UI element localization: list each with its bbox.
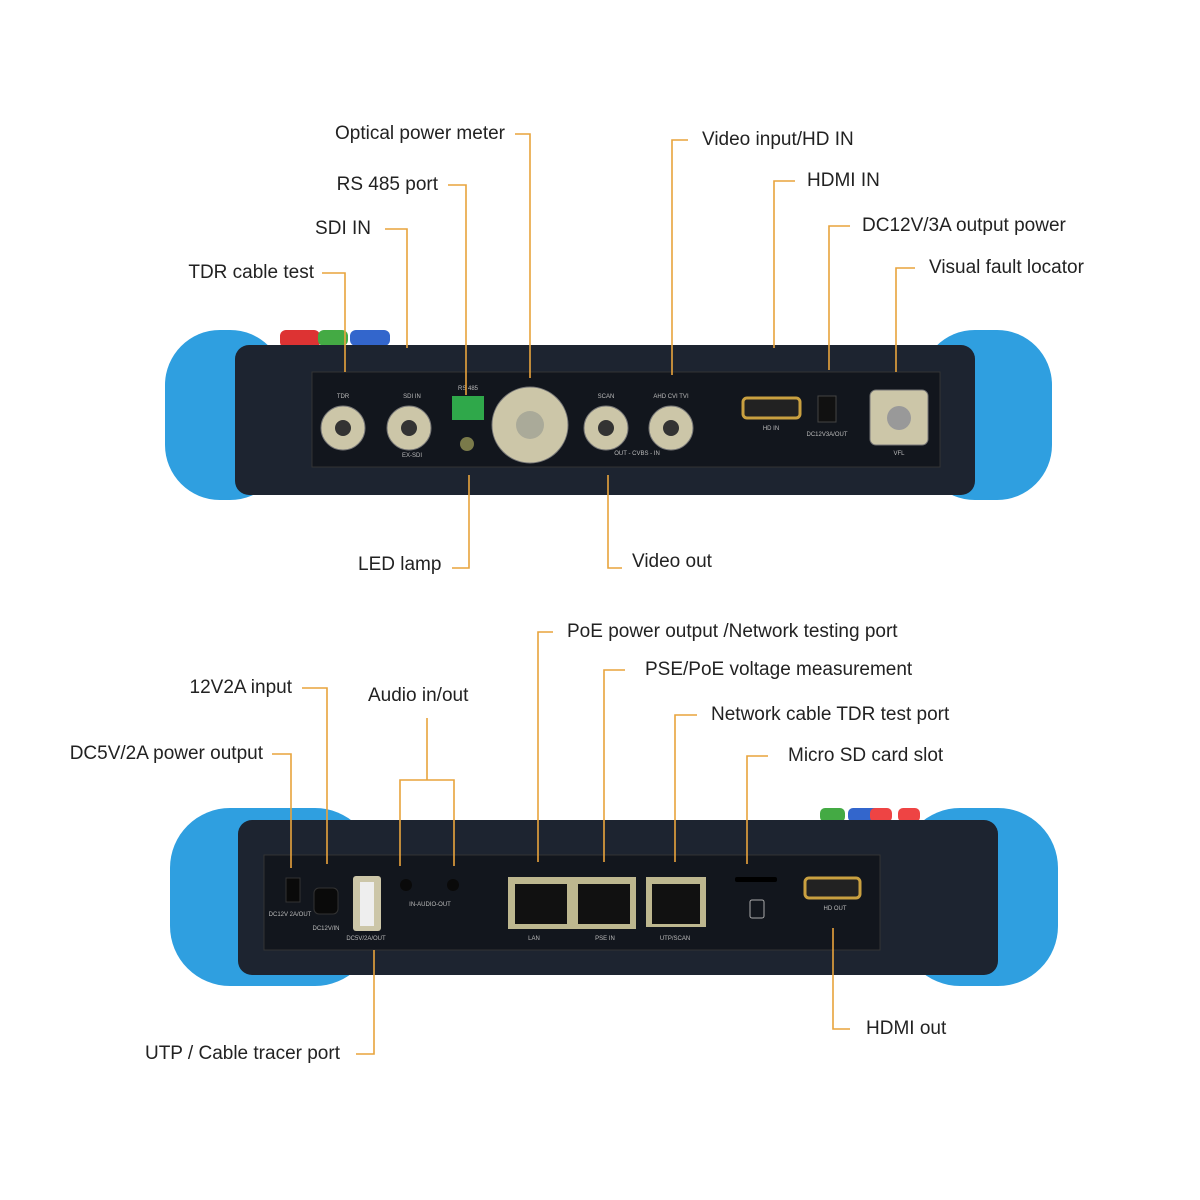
port-label-audio: IN-AUDIO-OUT <box>409 902 451 908</box>
callout-optical-power-meter: Optical power meter <box>334 123 505 144</box>
callout-sdi-in: SDI IN <box>315 218 371 239</box>
port-label-rs485: RS 485 <box>458 386 479 392</box>
port-label-ahd: AHD CVI TVI <box>653 394 689 400</box>
callout-utp-tracer: UTP / Cable tracer port <box>144 1043 340 1064</box>
callout-video-input-hd-in: Video input/HD IN <box>702 129 854 150</box>
callout-network-tdr: Network cable TDR test port <box>711 704 950 725</box>
port-label-dc12v-in: DC12V/IN <box>312 926 339 932</box>
callout-dc5v-output: DC5V/2A power output <box>69 743 263 764</box>
callout-tdr-cable-test: TDR cable test <box>188 262 314 283</box>
top-device: TDR SDI IN EX-SDI RS 485 SCAN AHD CVI TV… <box>165 330 1052 500</box>
callout-hdmi-in: HDMI IN <box>807 170 880 191</box>
callout-micro-sd: Micro SD card slot <box>788 745 944 766</box>
callout-rs485-port: RS 485 port <box>336 174 438 195</box>
port-label-hd-in: HD IN <box>763 426 779 432</box>
port-label-pse-in: PSE IN <box>595 936 615 942</box>
port-label-hd-out: HD OUT <box>824 906 847 912</box>
port-label-scan: SCAN <box>598 394 615 400</box>
port-label-lan: LAN <box>528 936 540 942</box>
port-label-vfl: VFL <box>893 451 905 457</box>
port-label-tdr: TDR <box>337 394 350 400</box>
callout-audio: Audio in/out <box>368 685 469 706</box>
port-label-dc12v-out: DC12V 2A/OUT <box>269 912 312 918</box>
callout-poe-output: PoE power output /Network testing port <box>567 621 898 642</box>
port-label-dc5v: DC5V/2A/OUT <box>346 936 386 942</box>
callout-visual-fault-locator: Visual fault locator <box>929 257 1084 278</box>
callout-dc12v-output: DC12V/3A output power <box>862 215 1066 236</box>
callout-pse-poe: PSE/PoE voltage measurement <box>645 659 913 680</box>
callout-hdmi-out: HDMI out <box>866 1018 947 1039</box>
bottom-device: DC12V 2A/OUT DC12V/IN DC5V/2A/OUT IN-AUD… <box>170 808 1058 986</box>
callout-12v2a-input: 12V2A input <box>189 677 292 698</box>
port-label-cvbs: OUT - CVBS - IN <box>614 451 660 457</box>
port-label-sdi-in: SDI IN <box>403 394 421 400</box>
port-label-dc12v: DC12V3A/OUT <box>806 432 847 438</box>
leader-lines <box>272 133 915 1055</box>
port-label-ex-sdi: EX-SDI <box>402 453 422 459</box>
callout-led-lamp: LED lamp <box>358 554 442 575</box>
callout-video-out: Video out <box>632 551 712 572</box>
port-label-utp: UTP/SCAN <box>660 936 690 942</box>
